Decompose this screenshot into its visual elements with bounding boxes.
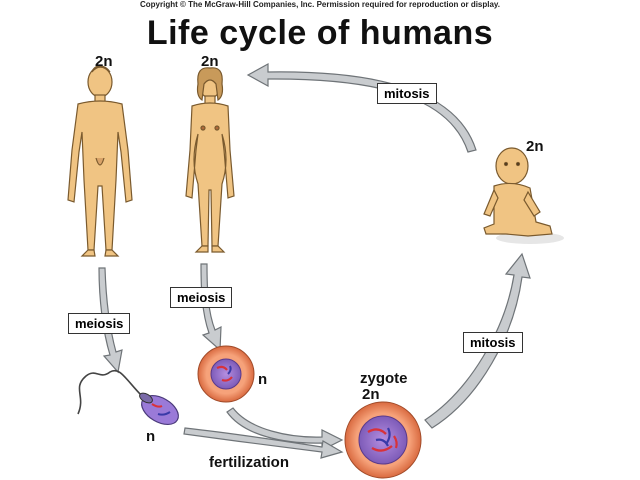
copyright-notice: Copyright © The McGraw-Hill Companies, I… [139, 0, 501, 9]
mitosis-box-top: mitosis [377, 83, 437, 104]
mitosis-arrow-top [246, 62, 477, 153]
sperm-ploidy-label: n [146, 428, 156, 445]
egg-to-zygote-arrow [226, 407, 344, 451]
zygote-label: zygote [360, 370, 408, 387]
meiosis-box-female: meiosis [170, 287, 233, 308]
mitosis-box-right: mitosis [463, 332, 523, 353]
diagram-title: Life cycle of humans [146, 14, 494, 52]
zygote-ploidy-label: 2n [362, 386, 380, 403]
meiosis-box-male: meiosis [68, 313, 131, 334]
female-figure [185, 67, 235, 253]
sperm-cell [77, 369, 179, 426]
male-ploidy-label: 2n [95, 53, 113, 70]
zygote-cell [344, 401, 422, 479]
mitosis-arrow-right [424, 252, 531, 429]
baby-ploidy-label: 2n [526, 138, 544, 155]
egg-ploidy-label: n [258, 371, 268, 388]
egg-cell [197, 345, 255, 403]
fertilization-label: fertilization [209, 454, 290, 471]
female-ploidy-label: 2n [201, 53, 219, 70]
sperm-to-zygote-arrow [183, 427, 344, 459]
male-figure [67, 65, 133, 257]
meiosis-arrow-male [98, 267, 123, 374]
baby-figure [483, 147, 564, 244]
